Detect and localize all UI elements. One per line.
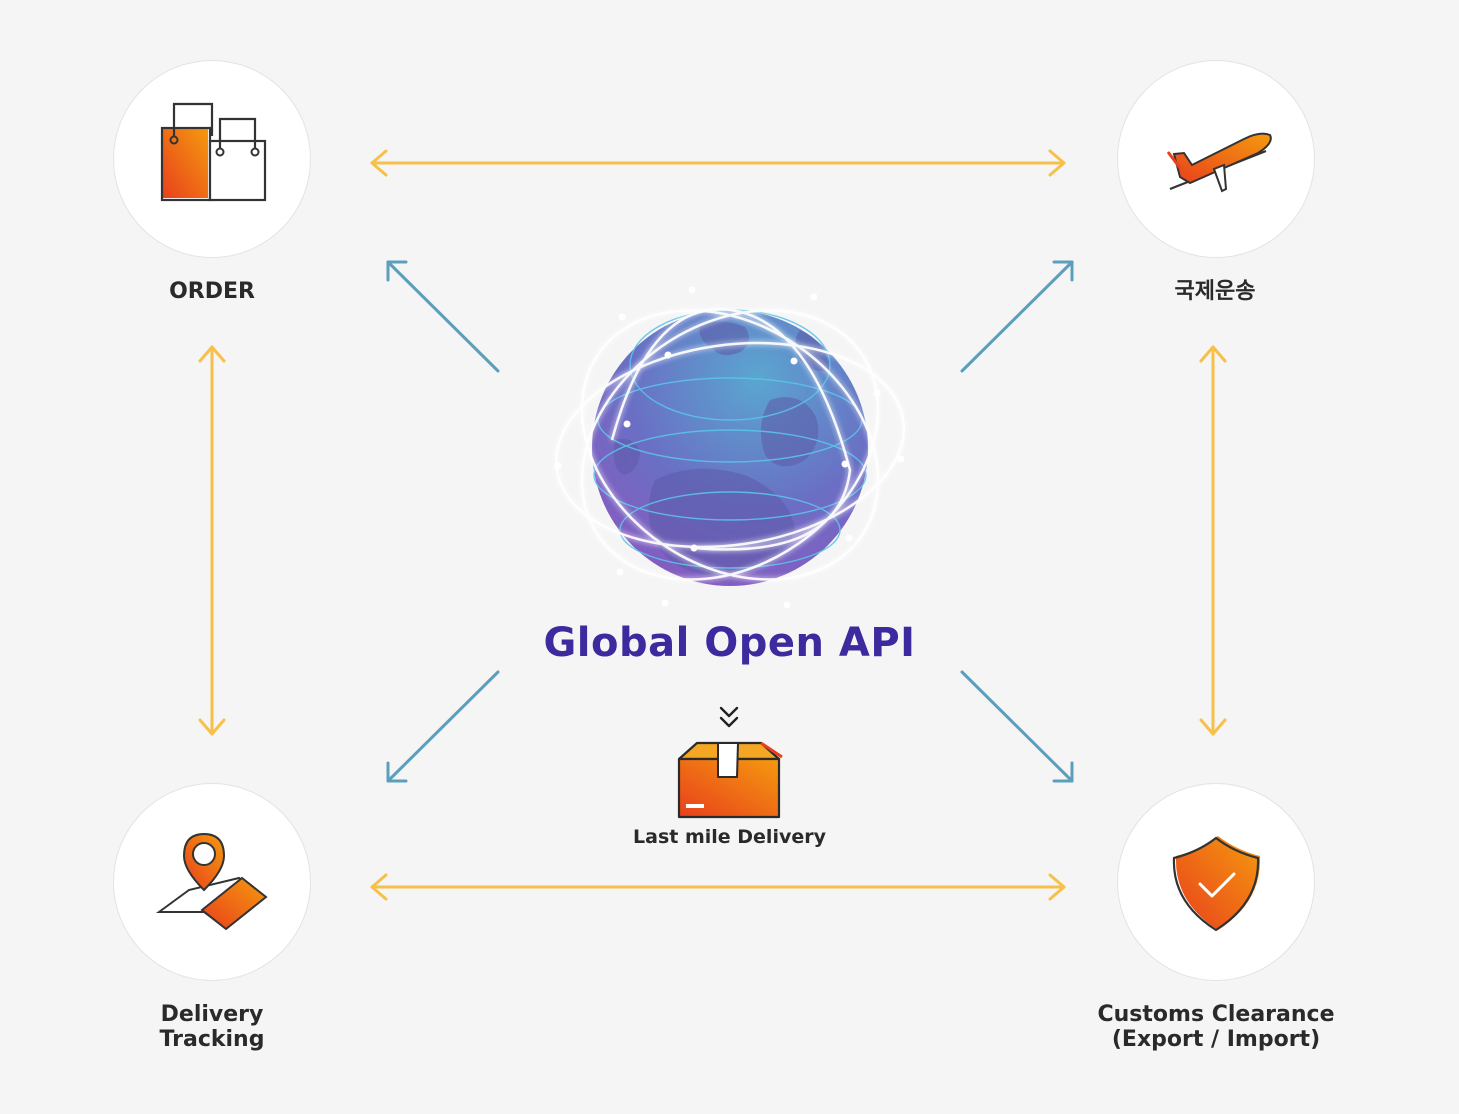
node-international-shipping[interactable] bbox=[1117, 60, 1315, 258]
arrow-shipping-customs bbox=[1199, 345, 1227, 736]
package-box-icon bbox=[677, 741, 783, 819]
airplane-icon bbox=[1166, 132, 1272, 193]
node-order-label: ORDER bbox=[169, 279, 255, 304]
arrow-api-to-order bbox=[386, 260, 500, 373]
node-tracking-label: Delivery Tracking bbox=[159, 1002, 265, 1052]
double-chevron-down-icon bbox=[719, 706, 739, 728]
arrow-api-to-customs bbox=[960, 670, 1074, 783]
diagram-title: Global Open API bbox=[543, 620, 916, 666]
arrow-order-tracking bbox=[198, 345, 226, 736]
arrow-order-shipping bbox=[370, 149, 1066, 177]
shield-check-icon bbox=[1172, 836, 1261, 932]
arrow-api-to-tracking bbox=[386, 670, 500, 783]
node-shipping-label: 국제운송 bbox=[1174, 279, 1256, 304]
arrow-api-to-shipping bbox=[960, 260, 1074, 373]
node-order[interactable] bbox=[113, 60, 311, 258]
node-delivery-tracking[interactable] bbox=[113, 783, 311, 981]
node-customs-clearance[interactable] bbox=[1117, 783, 1315, 981]
globe-icon bbox=[554, 286, 906, 609]
shopping-bags-icon bbox=[160, 102, 267, 202]
node-customs-label: Customs Clearance (Export / Import) bbox=[1097, 1002, 1335, 1052]
map-pin-icon bbox=[155, 832, 268, 931]
last-mile-label: Last mile Delivery bbox=[633, 826, 826, 848]
arrow-tracking-customs bbox=[370, 873, 1066, 901]
